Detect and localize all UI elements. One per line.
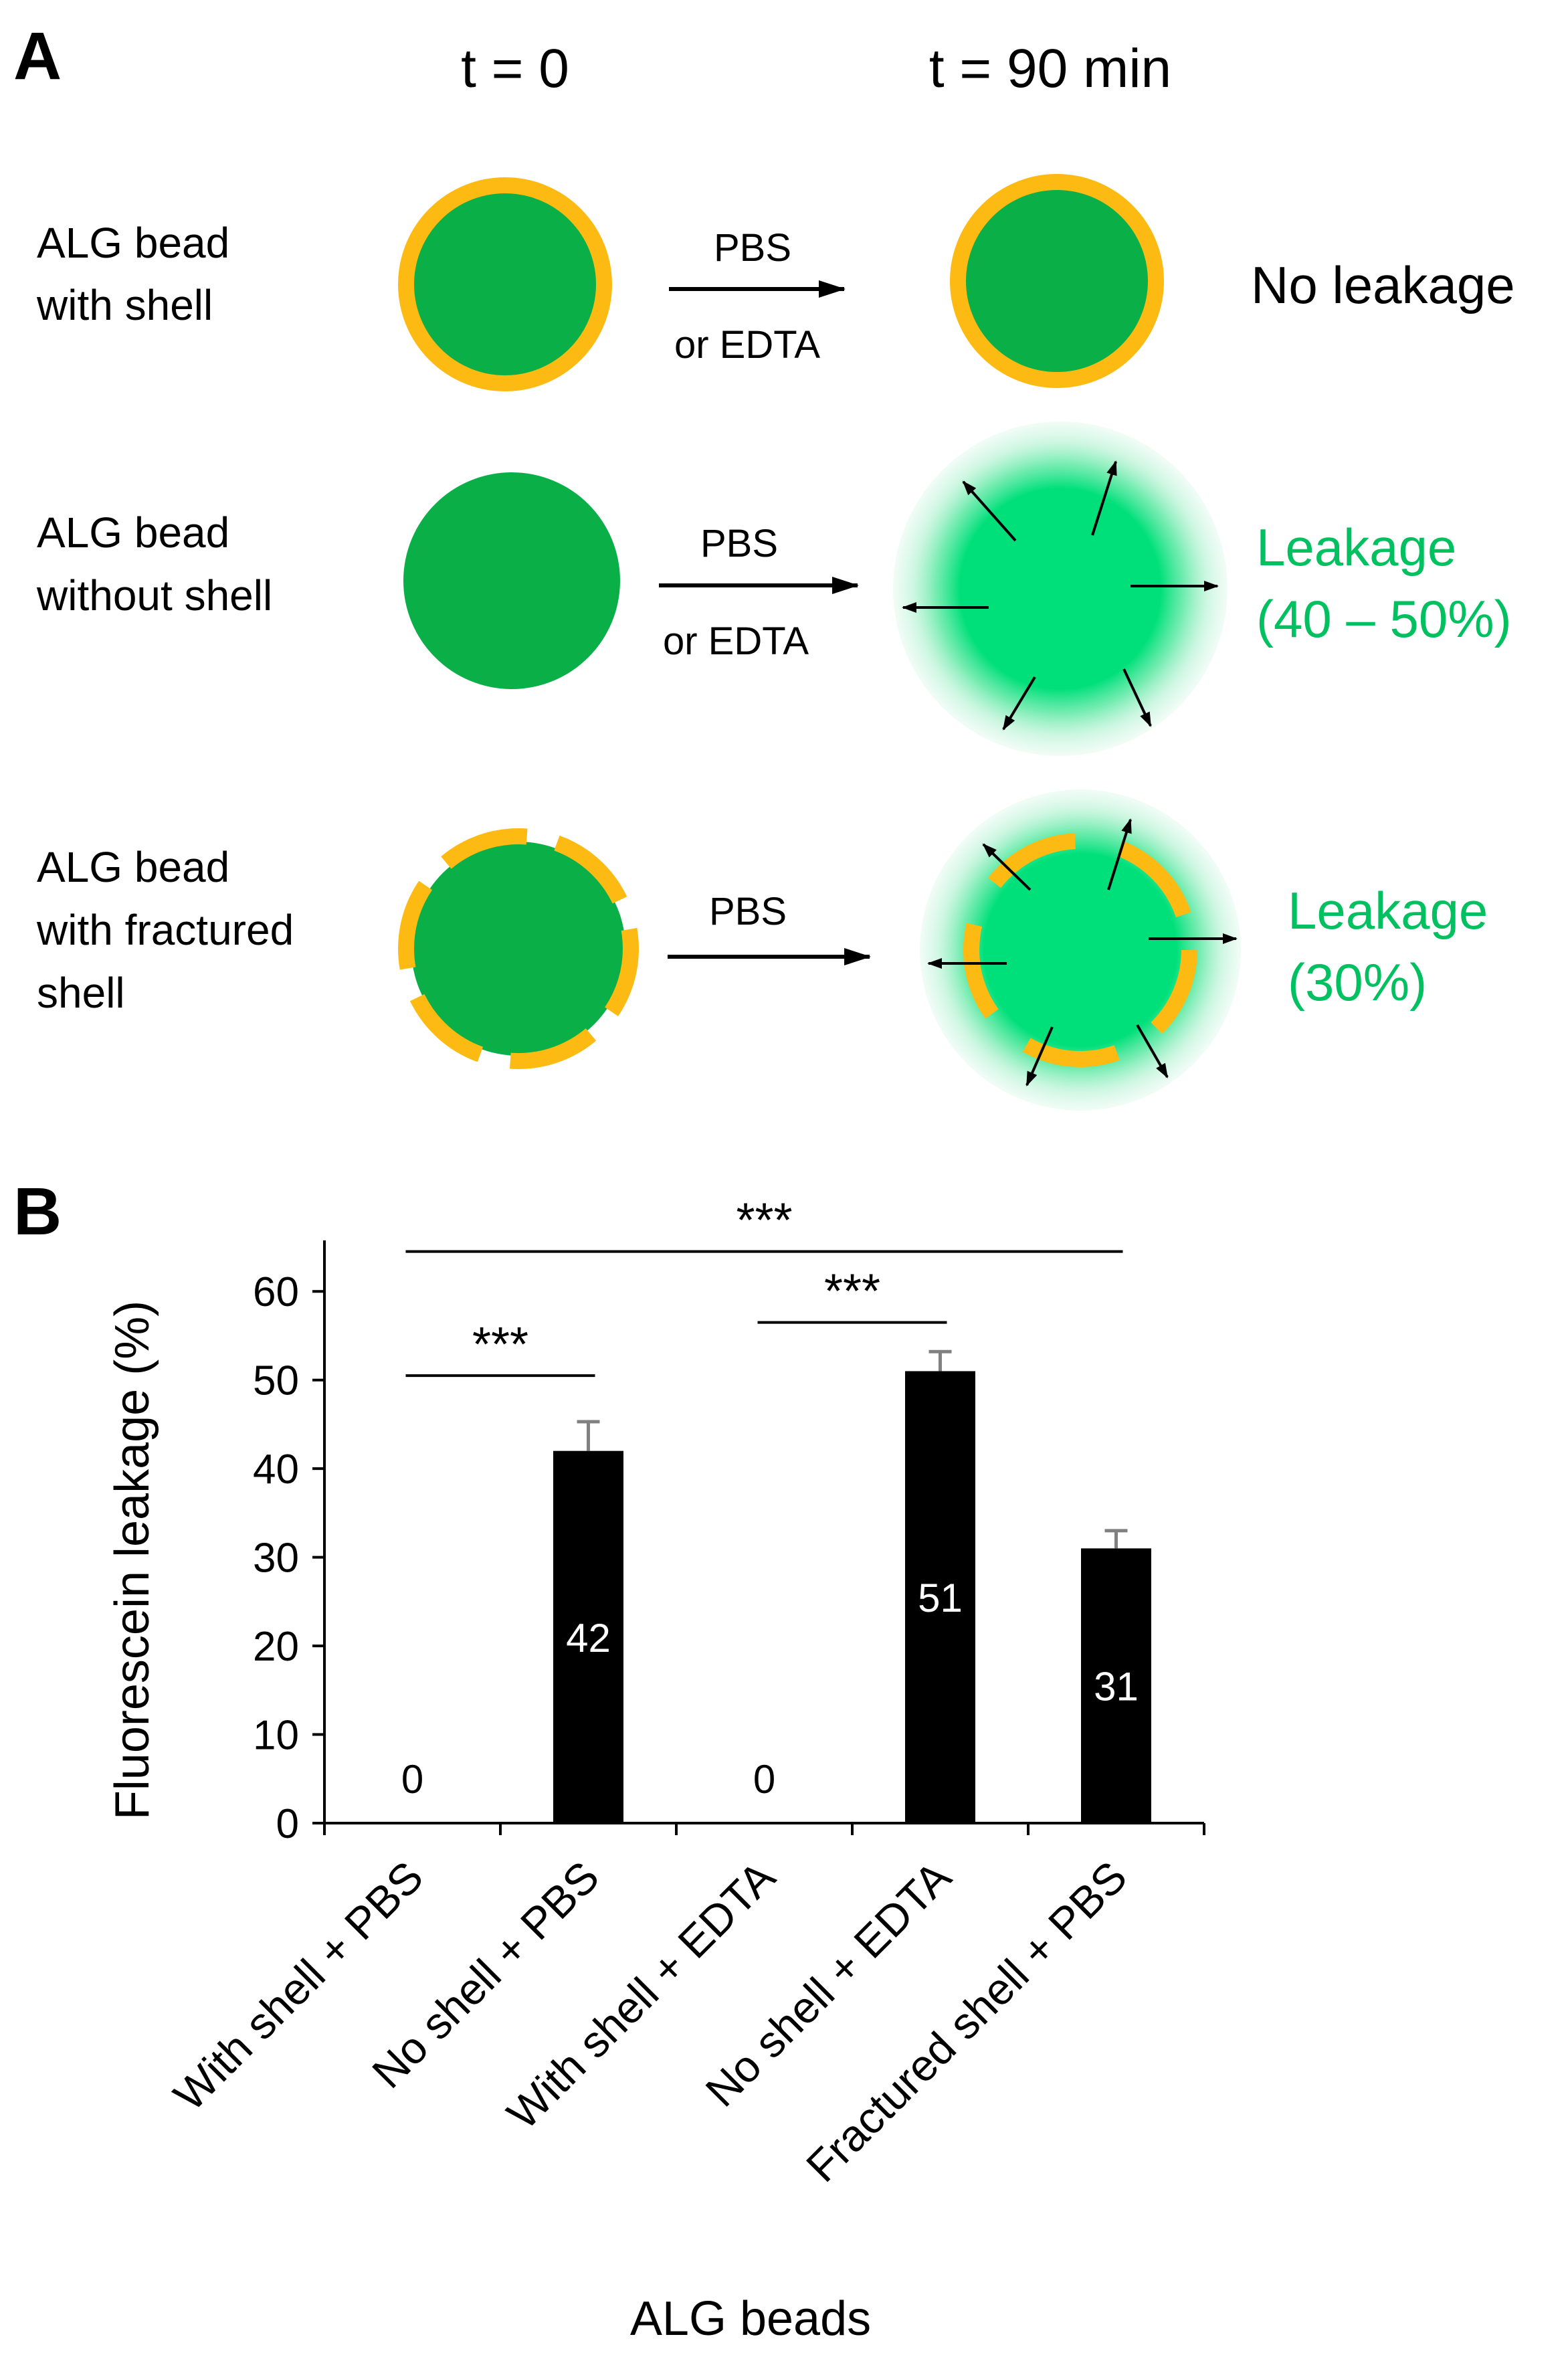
arrow-label-top: PBS [709, 890, 787, 933]
fractured-shell-t90 [963, 833, 1197, 1067]
panel-a: A t = 0 t = 90 min ALG bead with shell P… [13, 19, 1515, 1111]
arrow-label-top: PBS [700, 522, 778, 565]
row-with-shell: ALG bead with shell PBS or EDTA No leaka… [36, 174, 1515, 391]
arrow-label-bottom: or EDTA [663, 620, 809, 663]
outcome-text: (40 – 50%) [1256, 589, 1512, 648]
outcome-text: Leakage [1288, 881, 1488, 940]
arrow-label-bottom: or EDTA [674, 323, 820, 367]
bead-with-shell-t90 [950, 174, 1164, 388]
y-tick-label: 60 [253, 1269, 299, 1315]
y-tick-label: 50 [253, 1358, 299, 1404]
outcome-text: (30%) [1288, 953, 1427, 1012]
row-without-shell: ALG bead without shell PBS or EDTA Leaka… [36, 421, 1512, 756]
bar [553, 1450, 623, 1823]
outcome-text: No leakage [1251, 256, 1515, 314]
row-label-line: with shell [36, 281, 213, 329]
arrow-label-top: PBS [714, 226, 791, 270]
data-label: 0 [753, 1757, 775, 1802]
bead-fractured-t0 [411, 842, 625, 1056]
significance-label: *** [736, 1194, 792, 1248]
y-tick-label: 40 [253, 1446, 299, 1493]
data-label: 51 [918, 1576, 963, 1620]
row-label-line: ALG bead [37, 219, 229, 267]
y-tick-label: 10 [253, 1713, 299, 1759]
row-label-line: with fractured [36, 906, 294, 954]
y-axis-label: Fluorescein leakage (%) [106, 1301, 159, 1820]
leaking-bead-t90 [893, 421, 1228, 756]
panel-b: B Fluorescein leakage (%) ALG beads 0 10 2… [13, 1174, 1205, 2346]
bar [905, 1371, 975, 1823]
leak-arrows [902, 460, 1219, 731]
bead-without-shell-t0 [403, 472, 620, 689]
row-label-line: without shell [36, 571, 272, 620]
data-label: 42 [566, 1616, 611, 1661]
data-label: 0 [401, 1757, 423, 1802]
bead-with-shell-t0 [398, 177, 612, 391]
row-label-line: shell [37, 969, 125, 1017]
data-label: 31 [1094, 1665, 1139, 1709]
y-tick-label: 30 [253, 1535, 299, 1582]
significance-label: *** [472, 1318, 528, 1372]
outcome-text: Leakage [1256, 518, 1456, 577]
row-label-line: ALG bead [37, 843, 229, 891]
bar-chart: Fluorescein leakage (%) ALG beads 0 10 20 3… [106, 1194, 1205, 2346]
x-axis-label: ALG beads [630, 2292, 871, 2346]
column-header-t90: t = 90 min [929, 38, 1171, 99]
bar [1081, 1548, 1151, 1823]
panel-a-label: A [13, 19, 62, 94]
y-tick-label: 20 [253, 1624, 299, 1670]
leak-arrows [927, 818, 1238, 1087]
significance-label: *** [824, 1265, 880, 1319]
row-label-line: ALG bead [37, 508, 229, 557]
row-fractured-shell: ALG bead with fractured shell PBS Leakag… [36, 789, 1488, 1111]
x-tick-label: Fractured shell + PBS [797, 1852, 1137, 2192]
fractured-shell-t0 [398, 828, 639, 1069]
y-tick-label: 0 [276, 1801, 299, 1847]
column-header-t0: t = 0 [461, 38, 569, 99]
panel-b-label: B [13, 1174, 62, 1249]
